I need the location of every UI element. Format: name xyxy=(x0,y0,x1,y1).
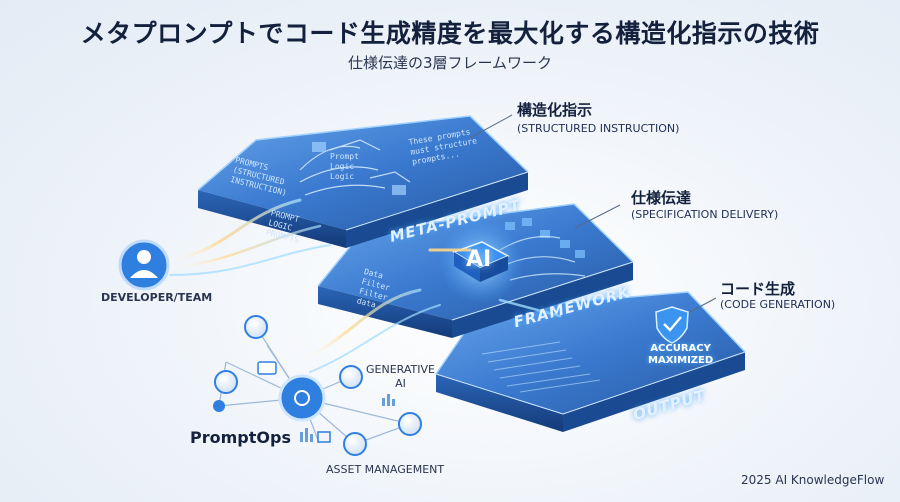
label-connectors xyxy=(469,114,717,313)
layer3-en-label: (CODE GENERATION) xyxy=(720,298,836,311)
page-subtitle: 仕様伝達の3層フレームワーク xyxy=(347,54,553,72)
ai-chip-label: AI xyxy=(466,247,492,272)
layer2-jp-label: 仕様伝達 xyxy=(631,189,692,207)
layer3-jp-label: コード生成 xyxy=(720,280,796,298)
layer-meta-prompt xyxy=(197,115,529,248)
developer-icon xyxy=(118,239,170,291)
layer-output xyxy=(435,291,746,432)
page-title: メタプロンプトでコード生成精度を最大化する構造化指示の技術 xyxy=(80,19,820,48)
generative-ai-label: GENERATIVE AI xyxy=(366,363,435,390)
layer1-jp-label: 構造化指示 xyxy=(517,101,593,119)
layer-framework xyxy=(317,203,634,338)
promptops-label: PromptOps xyxy=(190,428,291,447)
data-flow-streams xyxy=(163,198,562,373)
developer-label: DEVELOPER/TEAM xyxy=(101,291,213,304)
layer1-en-label: (STRUCTURED INSTRUCTION) xyxy=(517,122,680,135)
layer2-en-label: (SPECIFICATION DELIVERY) xyxy=(631,208,779,221)
promptops-network xyxy=(213,315,422,456)
layer1-mid-text: Prompt Logic Logic xyxy=(330,152,359,181)
asset-management-label: ASSET MANAGEMENT xyxy=(326,463,445,476)
accuracy-badge: ACCURACY MAXIMIZED xyxy=(648,343,714,366)
footer-credit: 2025 AI KnowledgeFlow xyxy=(741,473,885,487)
